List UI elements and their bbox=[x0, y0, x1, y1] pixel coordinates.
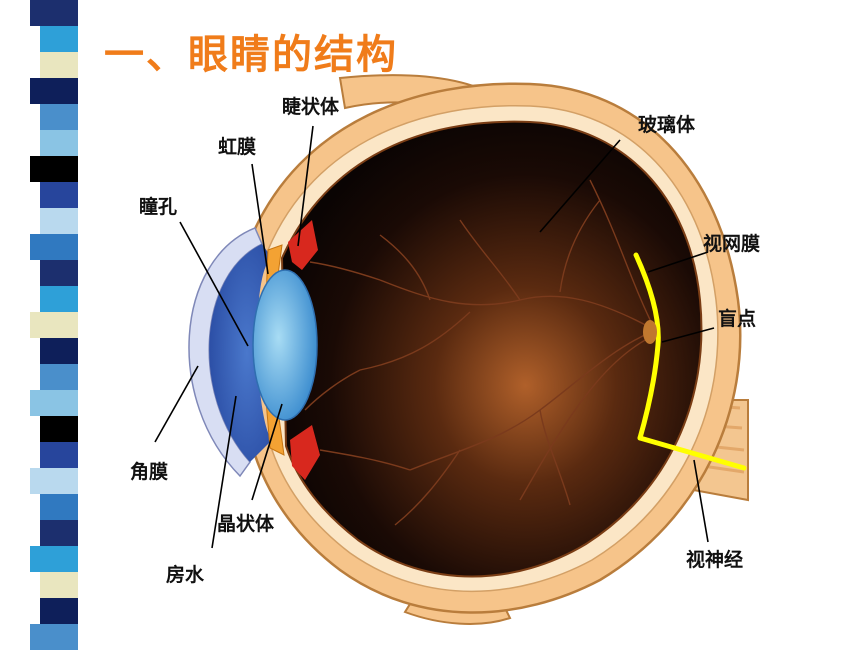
lens bbox=[252, 269, 318, 421]
stripe-segment bbox=[40, 494, 78, 520]
stripe-segment bbox=[40, 104, 78, 130]
label-retina: 视网膜 bbox=[703, 232, 760, 255]
label-blind-spot: 盲点 bbox=[718, 307, 756, 330]
stripe-segment bbox=[40, 52, 78, 78]
stripe-segment bbox=[40, 572, 78, 598]
leader-lines bbox=[154, 125, 715, 549]
stripe-segment bbox=[40, 26, 78, 52]
slide-title: 一、眼睛的结构 bbox=[104, 32, 398, 78]
label-iris: 虹膜 bbox=[218, 135, 256, 158]
retinal-blood-vessels bbox=[304, 179, 656, 526]
stripe-segment bbox=[40, 364, 78, 390]
label-aqueous-humor: 房水 bbox=[166, 563, 205, 586]
stripe-segment bbox=[40, 416, 78, 442]
stripe-segment bbox=[40, 286, 78, 312]
label-lens: 晶状体 bbox=[217, 512, 275, 535]
stripe-segment bbox=[40, 208, 78, 234]
stripe-segment bbox=[30, 234, 78, 260]
leader-blind-spot bbox=[661, 327, 715, 343]
leader-ciliary-body bbox=[297, 125, 314, 247]
stripe-segment bbox=[40, 442, 78, 468]
aqueous-humor bbox=[209, 244, 272, 462]
stripe-segment bbox=[40, 260, 78, 286]
label-vitreous-body: 玻璃体 bbox=[638, 113, 696, 136]
stripe-segment bbox=[30, 78, 78, 104]
stripe-segment bbox=[30, 546, 78, 572]
stripe-segment bbox=[30, 0, 78, 26]
leader-cornea bbox=[154, 365, 199, 443]
label-cornea: 角膜 bbox=[130, 460, 168, 483]
leader-lens bbox=[251, 403, 283, 501]
ciliary-body bbox=[288, 220, 320, 480]
stripe-segment bbox=[30, 468, 78, 494]
leader-vitreous bbox=[539, 139, 621, 233]
leader-pupil bbox=[179, 221, 249, 347]
stripe-segment bbox=[30, 390, 78, 416]
stripe-segment bbox=[40, 598, 78, 624]
label-pupil: 瞳孔 bbox=[139, 195, 177, 218]
stripe-segment bbox=[40, 520, 78, 546]
stripe-segment bbox=[40, 338, 78, 364]
label-ciliary-body: 睫状体 bbox=[282, 95, 340, 118]
decorative-stripe-bar bbox=[0, 0, 98, 650]
stripe-segment bbox=[40, 182, 78, 208]
leader-optic-nerve bbox=[693, 459, 709, 543]
stripe-segment bbox=[30, 312, 78, 338]
blind-spot-disc bbox=[643, 320, 657, 344]
leader-aqueous bbox=[211, 395, 237, 549]
retina-highlight bbox=[633, 252, 747, 471]
label-optic-nerve: 视神经 bbox=[686, 548, 743, 571]
stripe-segment bbox=[40, 130, 78, 156]
stripe-segment bbox=[30, 156, 78, 182]
leader-retina bbox=[647, 251, 709, 273]
leader-iris bbox=[251, 163, 269, 275]
